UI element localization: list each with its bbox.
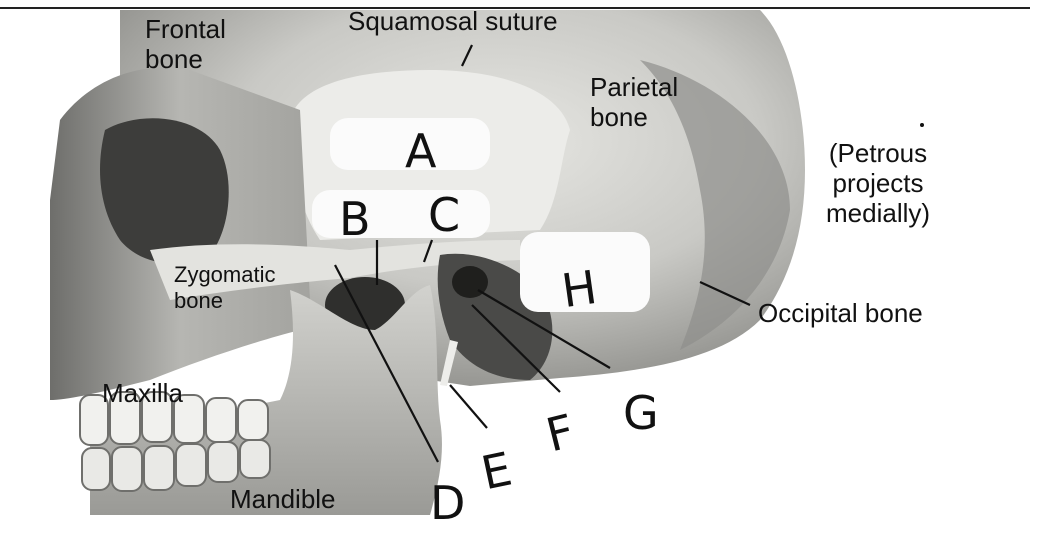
letter-b: B	[339, 196, 371, 242]
label-maxilla: Maxilla	[102, 378, 183, 408]
label-petrous: (Petrous projects medially)	[826, 138, 930, 228]
label-frontal-bone: Frontal bone	[145, 14, 226, 74]
label-parietal-bone: Parietal bone	[590, 72, 678, 132]
letter-a: A	[405, 128, 436, 174]
label-occipital-bone: Occipital bone	[758, 298, 923, 328]
dot-marker	[920, 123, 924, 127]
letter-h: H	[559, 264, 600, 314]
label-squamosal-suture: Squamosal suture	[348, 6, 558, 36]
letter-g: G	[623, 390, 659, 436]
letter-d: D	[430, 480, 465, 526]
label-mandible: Mandible	[230, 484, 336, 514]
leader-e	[450, 385, 487, 428]
label-zygomatic-bone: Zygomatic bone	[174, 262, 275, 314]
letter-c: C	[428, 192, 460, 238]
